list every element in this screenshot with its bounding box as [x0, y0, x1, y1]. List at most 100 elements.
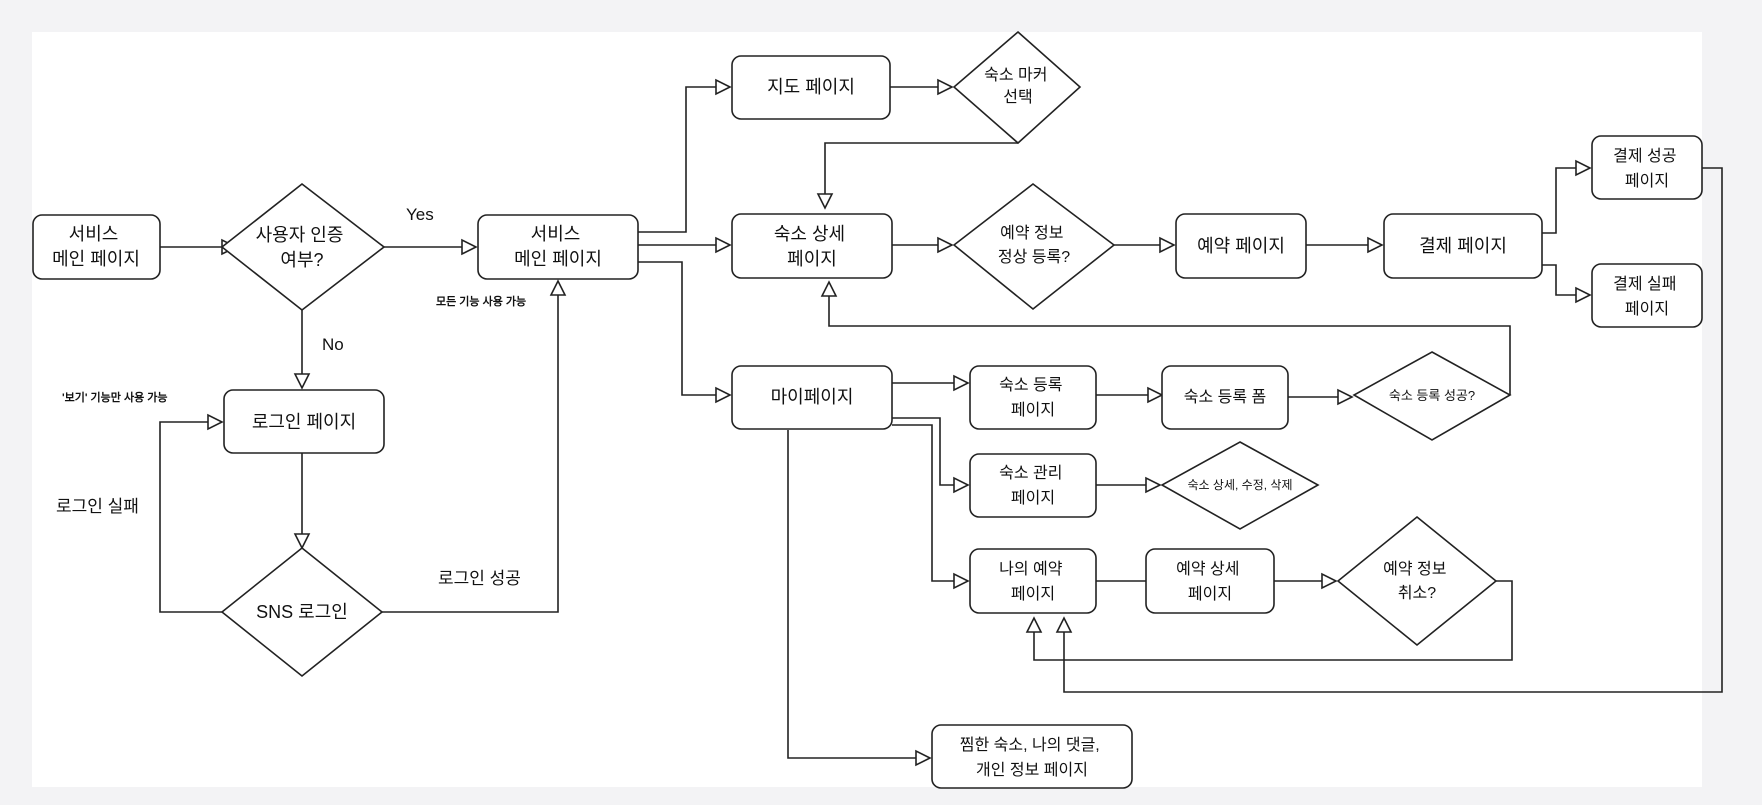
node-payment-fail-shape [1591, 263, 1703, 328]
label-line: 예약 상세 [1176, 560, 1239, 578]
arrowhead [1321, 572, 1338, 590]
node-payment-success-label: 결제 성공 페이지 [1613, 147, 1681, 190]
node-reservation-page-label: 예약 페이지 [1197, 236, 1285, 256]
edge-sns-to-main2-success [382, 295, 559, 613]
arrowhead [1147, 386, 1164, 404]
arrowhead [953, 374, 970, 392]
label-line: 숙소 관리 [999, 464, 1062, 482]
arrowhead [1367, 236, 1384, 254]
label-line: 페이지 [1625, 300, 1669, 318]
edge-label-no: No [322, 335, 344, 354]
node-lodging-register-form-label: 숙소 등록 폼 [1184, 388, 1267, 406]
node-lodging-register-form-shape [1161, 365, 1289, 430]
node-register-success-check-shape [1352, 351, 1512, 441]
edge-mypage-to-favorites [787, 430, 916, 759]
nodes [32, 30, 1703, 789]
node-payment-fail-label: 결제 실패 페이지 [1613, 275, 1681, 318]
arrowhead [715, 236, 732, 254]
arrowhead [461, 238, 478, 256]
node-auth-check-label: 사용자 인증 여부? [256, 225, 349, 270]
node-reservation-check-shape [952, 182, 1116, 311]
edge-payment-to-fail [1542, 264, 1576, 296]
arrowhead [1055, 616, 1073, 633]
label-line: 숙소 등록 [999, 376, 1062, 394]
label-line: 지도 페이지 [767, 77, 855, 97]
label-line: 페이지 [1011, 585, 1055, 603]
label-line: 개인 정보 페이지 [976, 761, 1088, 779]
label-line: 메인 페이지 [52, 249, 140, 269]
node-login-page-label: 로그인 페이지 [252, 412, 356, 432]
arrowhead [915, 749, 932, 767]
edge-marker-to-detail [824, 142, 1018, 194]
label-line: 취소? [1398, 584, 1436, 602]
label-line: 페이지 [1011, 401, 1055, 419]
label-line: SNS 로그인 [256, 602, 348, 622]
node-labels: 서비스 메인 페이지 사용자 인증 여부? 서비스 메인 페이지 로그인 페이지… [52, 66, 1681, 779]
node-map-page-shape [731, 55, 891, 120]
node-mypage-label: 마이페이지 [771, 387, 854, 407]
node-lodging-manage-page-shape [969, 453, 1097, 518]
node-payment-success-shape [1591, 135, 1703, 200]
arrowhead [953, 476, 970, 494]
arrowhead [937, 78, 954, 96]
label-line: 사용자 인증 [256, 225, 344, 245]
node-reservation-detail-page-shape [1145, 548, 1275, 614]
arrowhead [549, 279, 567, 296]
label-line: 찜한 숙소, 나의 댓글, [960, 736, 1100, 754]
node-payment-page-shape [1383, 213, 1543, 279]
edge-payment-to-success [1542, 167, 1576, 234]
label-line: 숙소 등록 폼 [1184, 388, 1267, 406]
note-all-features: 모든 기능 사용 가능 [436, 294, 526, 308]
label-line: 예약 정보 [1383, 560, 1446, 578]
arrowhead [1337, 388, 1354, 406]
label-line: 여부? [280, 250, 323, 270]
label-line: 페이지 [1011, 489, 1055, 507]
edge-label-login-success: 로그인 성공 [438, 569, 521, 588]
node-sns-login-label: SNS 로그인 [256, 602, 348, 622]
label-line: 마이페이지 [771, 387, 854, 407]
node-lodging-detail-shape [731, 213, 893, 279]
label-line: 서비스 [69, 224, 119, 244]
label-line: 결제 페이지 [1419, 236, 1507, 256]
label-line: 메인 페이지 [514, 249, 602, 269]
edge-label-login-fail: 로그인 실패 [56, 497, 139, 516]
label-line: 예약 정보 [1000, 224, 1063, 242]
arrowhead [1145, 476, 1162, 494]
edge-success-to-myreservation [1063, 167, 1723, 693]
edge-mypage-to-myreservation [892, 424, 954, 582]
edge-mypage-to-manage [892, 417, 954, 486]
arrowhead [715, 386, 732, 404]
label-line: 페이지 [1625, 172, 1669, 190]
node-service-main-1-shape [32, 214, 161, 280]
node-reservation-cancel-check-label: 예약 정보 취소? [1383, 560, 1451, 602]
arrowhead [1575, 286, 1592, 304]
edge-labels: Yes No 로그인 실패 로그인 성공 모든 기능 사용 가능 '보기' 기능… [56, 205, 526, 588]
arrowhead [293, 373, 311, 390]
node-lodging-register-page-label: 숙소 등록 페이지 [999, 376, 1067, 419]
label-line: 숙소 마커 [984, 66, 1047, 84]
node-manage-actions-label: 숙소 상세, 수정, 삭제 [1188, 478, 1293, 492]
node-marker-select-shape [952, 30, 1082, 145]
node-lodging-detail-label: 숙소 상세 페이지 [774, 224, 850, 269]
arrowhead [1025, 616, 1043, 633]
label-line: 예약 페이지 [1197, 236, 1285, 256]
label-line: 페이지 [1188, 585, 1232, 603]
edge-label-yes: Yes [406, 205, 434, 224]
arrowhead [937, 236, 954, 254]
label-line: 로그인 페이지 [252, 412, 356, 432]
arrowhead [816, 193, 834, 210]
edge-sns-to-login-fail [159, 421, 222, 613]
label-line: 페이지 [787, 249, 837, 269]
node-sns-login-shape [220, 546, 384, 678]
label-line: 숙소 상세, 수정, 삭제 [1188, 478, 1293, 492]
label-line: 서비스 [531, 224, 581, 244]
node-reservation-check-label: 예약 정보 정상 등록? [998, 224, 1070, 266]
node-map-page-label: 지도 페이지 [767, 77, 855, 97]
node-reservation-page-shape [1175, 213, 1307, 279]
label-line: 결제 성공 [1613, 147, 1676, 165]
arrowhead [1575, 159, 1592, 177]
edge-cancel-to-myreservation [1033, 580, 1513, 661]
edge-main2-to-map [638, 86, 716, 233]
